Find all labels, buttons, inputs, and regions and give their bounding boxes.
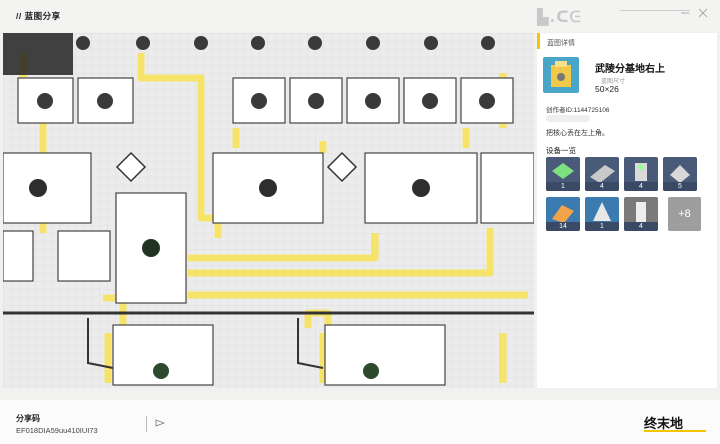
edge-pylons [76, 36, 495, 50]
share-footer: 分享码 EF018DIA59uu410IUI73 终末地 [0, 400, 720, 444]
brand-tag: ▙.ᑕᕮ [537, 8, 582, 26]
device-count: 1 [585, 222, 619, 231]
more-devices-button[interactable]: +8 [668, 197, 701, 231]
author-id: 创作者ID:1144725106 [546, 107, 610, 114]
device-tile[interactable]: 14 [546, 197, 580, 231]
blueprint-description: 把核心丢在左上角。 [546, 130, 609, 137]
blueprint-name: 武陵分基地右上 [595, 64, 665, 75]
page-title: // 蓝图分享 [16, 11, 61, 21]
blueprint-grid [3, 33, 534, 388]
tag-pill [546, 115, 590, 122]
machine-cores [29, 93, 495, 379]
top-bar: // 蓝图分享 ▙.ᑕᕮ [0, 0, 720, 32]
device-count: 4 [585, 182, 619, 191]
footer-divider [146, 416, 147, 432]
device-list-title: 设备一览 [546, 146, 576, 155]
corner-decoration [620, 10, 690, 23]
blueprint-preview-map[interactable] [3, 33, 534, 388]
device-count: 5 [663, 182, 697, 191]
device-tile[interactable]: 1 [585, 197, 619, 231]
device-tile[interactable]: 4 [624, 157, 658, 191]
blueprint-icon [543, 57, 579, 93]
device-count: 4 [624, 182, 658, 191]
blueprint-size-label: 蓝图尺寸 [601, 79, 626, 85]
device-tile[interactable]: 5 [663, 157, 697, 191]
logo-text: 终末地 [644, 416, 683, 432]
copy-share-icon[interactable] [155, 419, 165, 427]
device-tile[interactable]: 4 [585, 157, 619, 191]
game-logo: 终末地 [644, 416, 706, 432]
share-code-label: 分享码 [16, 414, 40, 423]
device-count: 1 [546, 182, 580, 191]
panel-accent-bar [537, 33, 540, 49]
close-icon[interactable] [698, 8, 708, 18]
panel-header: 蓝图详情 [547, 40, 575, 47]
device-tile[interactable]: 4 [624, 197, 658, 231]
device-tile[interactable]: 1 [546, 157, 580, 191]
blueprint-detail-panel: 蓝图详情 武陵分基地右上 蓝图尺寸 50×26 创作者ID:1144725106… [537, 33, 717, 388]
machine-row-middle [3, 152, 534, 304]
minimize-icon[interactable] [680, 8, 690, 18]
share-code-value[interactable]: EF018DIA59uu410IUI73 [16, 426, 98, 435]
blueprint-size: 50×26 [595, 84, 619, 94]
device-count: 4 [624, 222, 658, 231]
power-nodes [115, 151, 358, 183]
device-count: 14 [546, 222, 580, 231]
